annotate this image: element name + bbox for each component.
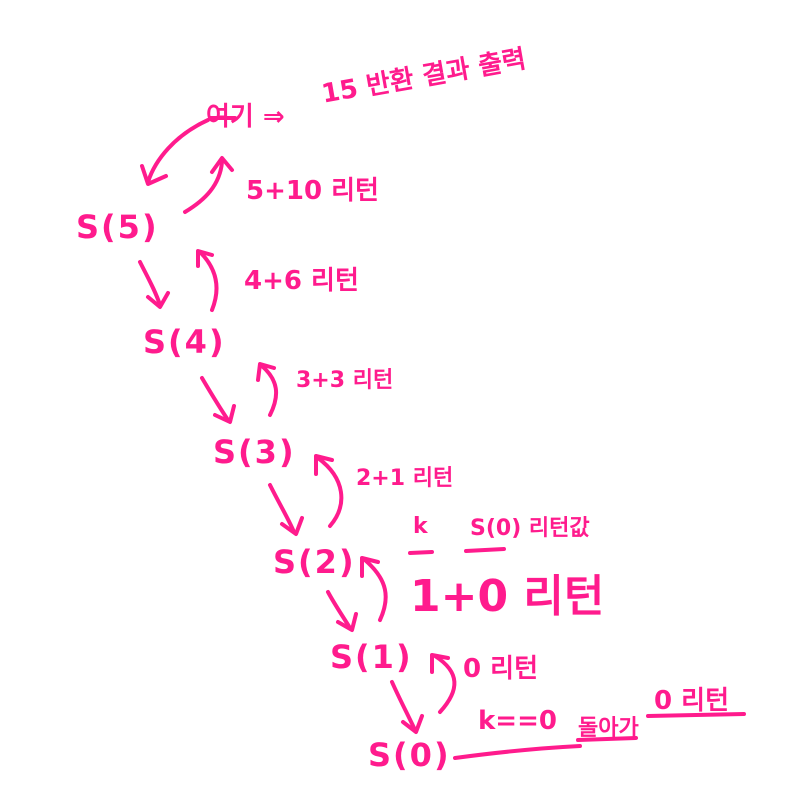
return-arrow-5 xyxy=(183,160,224,214)
top-curve-arrowhead xyxy=(140,164,168,186)
return-arrow-0 xyxy=(433,654,457,714)
return-label-0: 0 리턴 xyxy=(463,654,538,684)
return-arrow-4 xyxy=(198,250,219,312)
zero-return-underline xyxy=(646,712,746,718)
here-label: 여기 ⇒ xyxy=(206,102,285,132)
k-underline xyxy=(408,550,434,555)
s0-underline xyxy=(464,547,506,553)
top-curve-arrow xyxy=(146,118,210,184)
return-label-5: 5+10 리턴 xyxy=(246,176,379,206)
call-arrow-4-3 xyxy=(200,376,230,422)
call-arrow-3-2 xyxy=(268,483,296,534)
return-arrowhead-3 xyxy=(256,362,276,382)
node-s3: S(3) xyxy=(213,433,296,471)
call-arrowhead-4-3 xyxy=(213,404,236,424)
one-plus-zero-return: 1+0 리턴 xyxy=(410,571,605,622)
node-s0: S(0) xyxy=(368,736,451,774)
node-s5: S(5) xyxy=(76,208,159,246)
return-arrowhead-5 xyxy=(210,156,234,174)
s0-return-label: S(0) 리턴값 xyxy=(470,516,590,541)
node-s1: S(1) xyxy=(330,638,413,676)
return-arrowhead-2 xyxy=(314,454,334,476)
return-arrowhead-1 xyxy=(360,556,380,578)
return-arrow-2 xyxy=(316,456,344,528)
node-s4: S(4) xyxy=(143,323,226,361)
goes-back-label: 돌아가 xyxy=(578,716,639,741)
base-return-label: 0 리턴 xyxy=(654,686,729,716)
return-label-4: 4+6 리턴 xyxy=(244,266,359,296)
base-underline xyxy=(453,744,582,760)
call-arrow-5-4 xyxy=(138,260,162,307)
node-s2: S(2) xyxy=(273,543,356,581)
k-label: k xyxy=(413,514,428,539)
return-arrowhead-4 xyxy=(196,249,214,268)
return-arrowhead-0 xyxy=(430,653,450,674)
call-arrowhead-2-1 xyxy=(336,612,358,632)
call-arrowhead-3-2 xyxy=(280,516,304,536)
call-arrowhead-5-4 xyxy=(146,291,170,309)
return-arrow-3 xyxy=(260,364,279,417)
return-label-2: 2+1 리턴 xyxy=(356,466,454,491)
call-arrowhead-1-0 xyxy=(401,714,424,734)
return-arrow-1 xyxy=(363,558,388,622)
goes-back-underline xyxy=(576,736,638,742)
call-arrow-1-0 xyxy=(390,680,417,732)
return-label-3: 3+3 리턴 xyxy=(296,368,394,393)
base-condition: k==0 xyxy=(478,706,557,736)
call-arrow-2-1 xyxy=(326,590,352,630)
